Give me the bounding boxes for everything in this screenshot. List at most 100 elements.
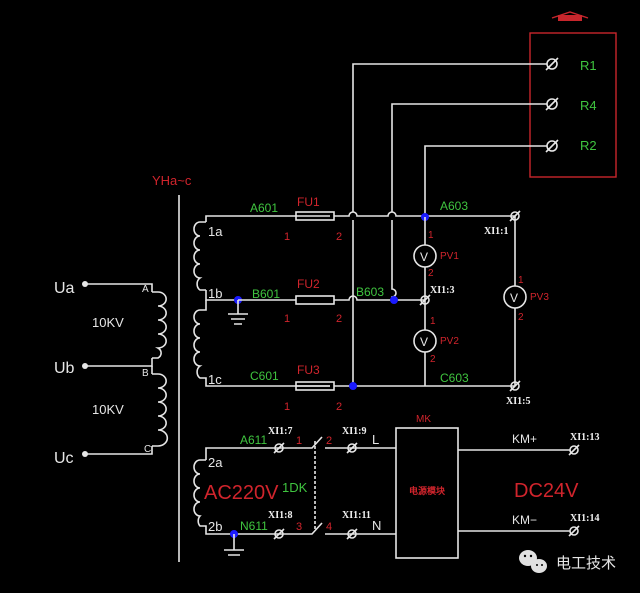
transformer-name: YHa~c — [152, 173, 192, 188]
phase-ub-label: Ub — [54, 360, 75, 377]
wire-b603-label: B603 — [356, 285, 384, 299]
wire-a611-label: A611 — [240, 433, 267, 447]
phase-ua-label: Ua — [54, 280, 75, 297]
power-module-body: 电源模块 — [409, 485, 446, 496]
svg-text:2: 2 — [518, 312, 524, 323]
terminal-x1-14: XI1:14 — [568, 513, 599, 537]
tap-b: B — [142, 368, 149, 379]
junction-b603 — [390, 296, 398, 304]
voltmeter-pv2: V PV2 1 2 — [413, 316, 459, 365]
terminal-r1 — [545, 57, 559, 71]
fu2-pin2: 2 — [336, 313, 342, 325]
coil-2a-2b — [193, 459, 304, 535]
svg-text:2: 2 — [428, 268, 434, 279]
terminal-x1-11: XI1:11 — [342, 510, 371, 540]
terminal-x1-3: XI1:3 — [419, 285, 454, 306]
svg-text:3: 3 — [296, 521, 302, 533]
tap-c: C — [144, 444, 151, 455]
svg-text:1: 1 — [428, 230, 434, 241]
relay-box: R1 R4 R2 — [529, 32, 617, 178]
svg-text:1: 1 — [518, 275, 524, 286]
ground-icon-aux — [224, 534, 244, 556]
coil-1b-1c — [193, 300, 330, 387]
output-km-minus: KM− — [512, 513, 537, 527]
fu1-pin2: 2 — [336, 231, 342, 243]
fu3-pin1: 1 — [284, 401, 290, 413]
fuse-fu1-label: FU1 — [297, 195, 320, 209]
svg-text:XI1:11: XI1:11 — [342, 510, 371, 521]
ground-icon — [228, 300, 248, 325]
top-marker — [551, 11, 589, 21]
wire-a601-label: A601 — [250, 201, 278, 215]
secondary-winding: 1a 1b 1c — [193, 215, 330, 387]
voltmeter-column — [424, 216, 516, 386]
terminal-x1-1: XI1:1 — [484, 210, 521, 237]
terminal-r1-label: R1 — [580, 58, 597, 73]
coil-1a-1b — [193, 221, 206, 291]
fu2-pin1: 1 — [284, 313, 290, 325]
svg-text:XI1:7: XI1:7 — [268, 426, 292, 437]
terminal-x1-8: XI1:8 — [268, 510, 292, 540]
voltage-ab: 10KV — [92, 315, 124, 330]
voltage-bc: 10KV — [92, 402, 124, 417]
tap-1b: 1b — [208, 286, 222, 301]
output-voltage: DC24V — [514, 480, 579, 502]
switch-label: 1DK — [282, 480, 308, 495]
svg-text:XI1:1: XI1:1 — [484, 226, 508, 237]
phase-a-line: A601 FU1 1 2 A603 — [250, 195, 515, 386]
wire-b601-label: B601 — [252, 287, 280, 301]
svg-text:XI1:3: XI1:3 — [430, 285, 454, 296]
terminal-r2-label: R2 — [580, 138, 597, 153]
svg-text:V: V — [420, 335, 428, 349]
terminal-x1-13: XI1:13 — [568, 432, 599, 456]
svg-text:XI1:14: XI1:14 — [570, 513, 599, 524]
output-km-plus: KM+ — [512, 432, 537, 446]
pv1-label: PV1 — [440, 251, 459, 262]
svg-text:2: 2 — [430, 354, 436, 365]
svg-text:1: 1 — [296, 435, 302, 447]
phase-uc-label: Uc — [54, 450, 74, 467]
fuse-fu3-label: FU3 — [297, 363, 320, 377]
input-l-label: L — [372, 432, 379, 447]
fu3-pin2: 2 — [336, 401, 342, 413]
tap-2b: 2b — [208, 519, 222, 534]
wire-n611-label: N611 — [240, 519, 268, 533]
watermark-text: 电工技术 — [556, 555, 616, 572]
aux-voltage: AC220V — [204, 482, 279, 504]
svg-text:V: V — [510, 291, 518, 305]
tap-a: A — [142, 284, 149, 295]
voltmeter-pv1: V PV1 1 2 — [413, 230, 459, 279]
terminal-r4 — [545, 97, 559, 111]
aux-winding: 2a 2b AC220V A611 N611 — [193, 433, 304, 556]
fuse-fu2-label: FU2 — [297, 277, 320, 291]
power-module: MK 电源模块 — [395, 414, 459, 559]
module-output-wires — [458, 449, 570, 532]
input-n-label: N — [372, 518, 381, 533]
wechat-icon — [519, 550, 547, 573]
primary-winding: Ua Ub Uc A B C 10KV 10KV — [54, 280, 169, 467]
wire-c603-label: C603 — [440, 371, 469, 385]
svg-text:XI1:5: XI1:5 — [506, 396, 530, 407]
terminal-r2 — [545, 139, 559, 153]
svg-text:XI1:13: XI1:13 — [570, 432, 599, 443]
junction-c603 — [349, 382, 357, 390]
svg-text:V: V — [420, 250, 428, 264]
wire-c601-label: C601 — [250, 369, 279, 383]
tap-1c: 1c — [208, 372, 222, 387]
wire-a603-label: A603 — [440, 199, 468, 213]
svg-text:XI1:8: XI1:8 — [268, 510, 292, 521]
tap-1a: 1a — [208, 224, 223, 239]
fuse-fu2 — [295, 295, 335, 305]
module-input-wires — [325, 447, 396, 535]
watermark: 电工技术 — [519, 550, 616, 573]
terminal-r4-label: R4 — [580, 98, 597, 113]
relay-feed-wires — [352, 63, 547, 217]
svg-text:1: 1 — [430, 316, 436, 327]
fu1-pin1: 1 — [284, 231, 290, 243]
coil-bc — [152, 373, 169, 447]
pv2-label: PV2 — [440, 336, 459, 347]
wire-r1 — [352, 63, 547, 206]
coil-ab — [152, 291, 167, 359]
svg-text:XI1:9: XI1:9 — [342, 426, 366, 437]
